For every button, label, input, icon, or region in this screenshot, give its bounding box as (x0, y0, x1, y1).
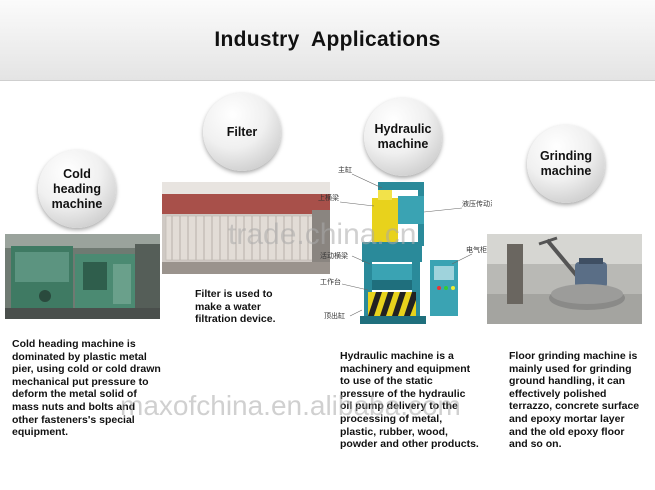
callout-main-cylinder: 主缸 (338, 165, 352, 174)
callout-hydraulic-system: 液压传动系统 (462, 199, 492, 208)
cold-heading-machine-photo (5, 234, 160, 319)
callout-moving-beam: 活动横梁 (320, 251, 348, 260)
filter-description: Filter is used to make a water filtratio… (195, 288, 276, 326)
cold-heading-machine-label: Cold heading machine (51, 166, 103, 211)
grinding-machine-bubble: Grinding machine (527, 125, 605, 203)
page-header: Industry Applications (0, 0, 655, 81)
callout-electric-cabinet: 电气柜 (466, 245, 487, 254)
filter-photo (162, 182, 330, 274)
callout-worktable: 工作台 (320, 277, 341, 286)
cold-heading-machine-bubble: Cold heading machine (38, 150, 116, 228)
hydraulic-machine-diagram: 主缸 上横梁 液压传动系统 活动横梁 电气柜 工作台 顶出缸 (312, 160, 492, 340)
page-title: Industry Applications (214, 28, 441, 51)
grinding-machine-label: Grinding machine (539, 149, 593, 178)
cold-heading-machine-description: Cold heading machine is dominated by pla… (12, 338, 161, 439)
grinding-machine-description: Floor grinding machine is mainly used fo… (509, 350, 640, 451)
hydraulic-machine-description: Hydraulic machine is a machinery and equ… (340, 350, 479, 451)
hydraulic-machine-bubble: Hydraulic machine (364, 98, 442, 176)
filter-label: Filter (226, 124, 258, 139)
hydraulic-machine-label: Hydraulic machine (374, 122, 432, 151)
callout-upper-beam: 上横梁 (318, 193, 339, 202)
filter-bubble: Filter (203, 93, 281, 171)
grinding-machine-photo (487, 234, 642, 324)
callout-ejector-cylinder: 顶出缸 (324, 311, 345, 320)
